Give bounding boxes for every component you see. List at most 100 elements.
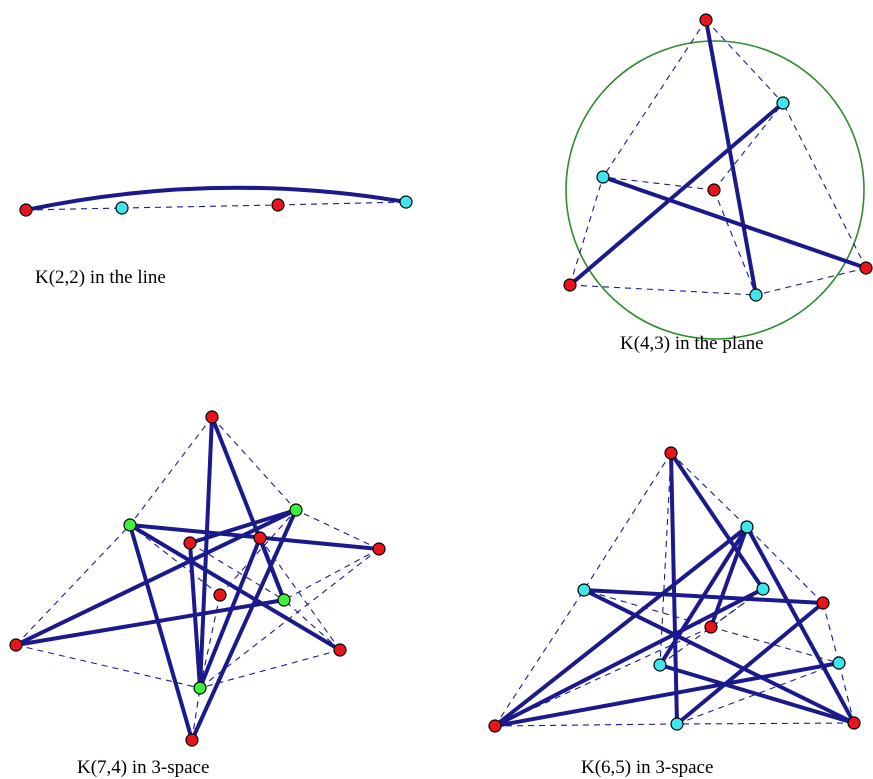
solid-edge bbox=[709, 525, 749, 629]
dashed-edge bbox=[838, 662, 855, 724]
red-vertex bbox=[253, 531, 267, 545]
red-vertex bbox=[707, 183, 721, 197]
caption-k65: K(6,5) in 3-space bbox=[581, 757, 713, 778]
red-vertex bbox=[664, 446, 678, 460]
dashed-edge bbox=[283, 548, 380, 601]
red-vertex bbox=[859, 261, 873, 275]
solid-edge bbox=[745, 525, 856, 725]
dashed-edge bbox=[602, 19, 707, 178]
dashed-edge bbox=[583, 452, 672, 591]
dashed-edge bbox=[670, 452, 748, 528]
green-vertex bbox=[289, 503, 303, 517]
dashed-edge bbox=[191, 687, 201, 741]
dashed-edge bbox=[283, 599, 341, 651]
cyan-vertex bbox=[756, 582, 770, 596]
solid-edge bbox=[14, 508, 298, 647]
cyan-vertex bbox=[670, 717, 684, 731]
red-vertex bbox=[213, 588, 227, 602]
dashed-edge bbox=[277, 201, 407, 206]
red-vertex bbox=[271, 198, 285, 212]
panel-k43: K(4,3) in the plane bbox=[563, 13, 873, 354]
cyan-vertex bbox=[832, 656, 846, 670]
red-vertex bbox=[699, 13, 713, 27]
dashed-edge bbox=[782, 102, 867, 269]
panel-k22: K(2,2) in the line bbox=[19, 185, 413, 288]
dashed-edge bbox=[15, 524, 131, 646]
dashed-edge bbox=[129, 416, 213, 526]
dashed-edge bbox=[199, 649, 341, 689]
red-vertex bbox=[183, 536, 197, 550]
solid-edge bbox=[493, 661, 841, 728]
panel-k65: K(6,5) in 3-space bbox=[488, 446, 861, 778]
dashed-edge bbox=[494, 723, 678, 727]
caption-k74: K(7,4) in 3-space bbox=[77, 757, 209, 778]
solid-edge bbox=[128, 523, 342, 652]
red-vertex bbox=[704, 620, 718, 634]
red-vertex bbox=[372, 542, 386, 556]
solid-edge bbox=[669, 451, 765, 591]
cyan-vertex bbox=[653, 658, 667, 672]
dashed-edge bbox=[705, 19, 784, 104]
cyan-vertex bbox=[749, 288, 763, 302]
cyan-vertex bbox=[740, 520, 754, 534]
solid-edge bbox=[198, 536, 262, 690]
solid-edge bbox=[658, 663, 856, 725]
dashed-edge bbox=[189, 542, 285, 601]
solid-edge bbox=[675, 601, 825, 726]
dashed-edge bbox=[822, 602, 840, 664]
red-vertex bbox=[185, 733, 199, 747]
cyan-vertex bbox=[596, 170, 610, 184]
cyan-vertex bbox=[399, 195, 413, 209]
red-vertex bbox=[847, 716, 861, 730]
green-vertex bbox=[123, 518, 137, 532]
dashed-edge bbox=[211, 416, 297, 511]
dashed-edge bbox=[602, 176, 715, 191]
red-vertex bbox=[816, 596, 830, 610]
dashed-edge bbox=[494, 589, 585, 727]
solid-edge bbox=[669, 451, 679, 726]
bounding-circle bbox=[565, 40, 865, 340]
dashed-edge bbox=[713, 189, 757, 296]
red-vertex bbox=[488, 719, 502, 733]
dashed-edge bbox=[219, 509, 297, 596]
dashed-edge bbox=[121, 204, 279, 209]
solid-edge bbox=[188, 541, 202, 690]
green-vertex bbox=[277, 593, 291, 607]
dashed-edge bbox=[259, 537, 341, 651]
red-vertex bbox=[563, 278, 577, 292]
solid-edge bbox=[128, 523, 194, 742]
dashed-edge bbox=[755, 267, 867, 296]
dashed-edge bbox=[569, 176, 604, 286]
dashed-edge bbox=[676, 722, 855, 725]
red-vertex bbox=[19, 203, 33, 217]
dashed-edge bbox=[25, 207, 123, 211]
dashed-edge bbox=[676, 662, 840, 725]
solid-edge bbox=[658, 525, 749, 667]
solid-edge bbox=[14, 598, 286, 647]
red-vertex bbox=[333, 643, 347, 657]
cyan-vertex bbox=[776, 96, 790, 110]
panel-k74: K(7,4) in 3-space bbox=[9, 410, 386, 778]
red-vertex bbox=[205, 410, 219, 424]
dashed-edge bbox=[569, 284, 757, 296]
dashed-edge bbox=[129, 524, 221, 596]
caption-k22: K(2,2) in the line bbox=[35, 267, 166, 288]
solid-edge bbox=[568, 101, 785, 287]
dashed-edge bbox=[746, 526, 824, 604]
solid-edge bbox=[493, 525, 749, 728]
curved-edge bbox=[24, 185, 408, 212]
dashed-edge bbox=[713, 102, 784, 191]
caption-k43: K(4,3) in the plane bbox=[620, 333, 764, 354]
red-vertex bbox=[9, 638, 23, 652]
solid-edge bbox=[190, 508, 298, 742]
green-vertex bbox=[193, 681, 207, 695]
cyan-vertex bbox=[577, 583, 591, 597]
dashed-edge bbox=[15, 644, 201, 689]
solid-edge bbox=[601, 175, 868, 270]
solid-edge bbox=[582, 588, 856, 725]
solid-edge bbox=[258, 536, 286, 602]
cyan-vertex bbox=[115, 201, 129, 215]
dashed-edge bbox=[295, 509, 380, 550]
solid-edge bbox=[188, 508, 298, 545]
